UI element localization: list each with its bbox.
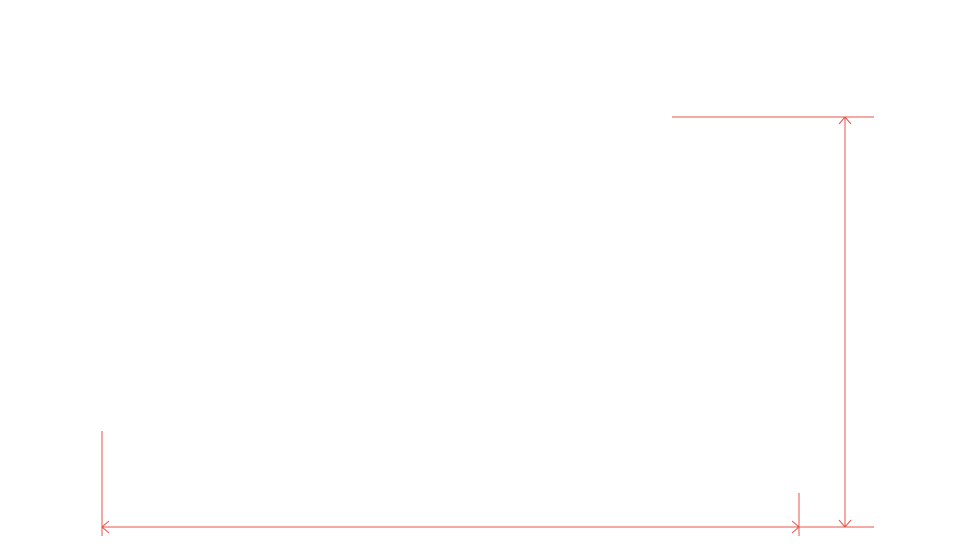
dimension-strokes [101, 116, 874, 536]
arrowhead-bottom-icon [838, 519, 852, 528]
arrowhead-left-icon [101, 520, 110, 534]
arrowhead-top-icon [838, 116, 852, 125]
